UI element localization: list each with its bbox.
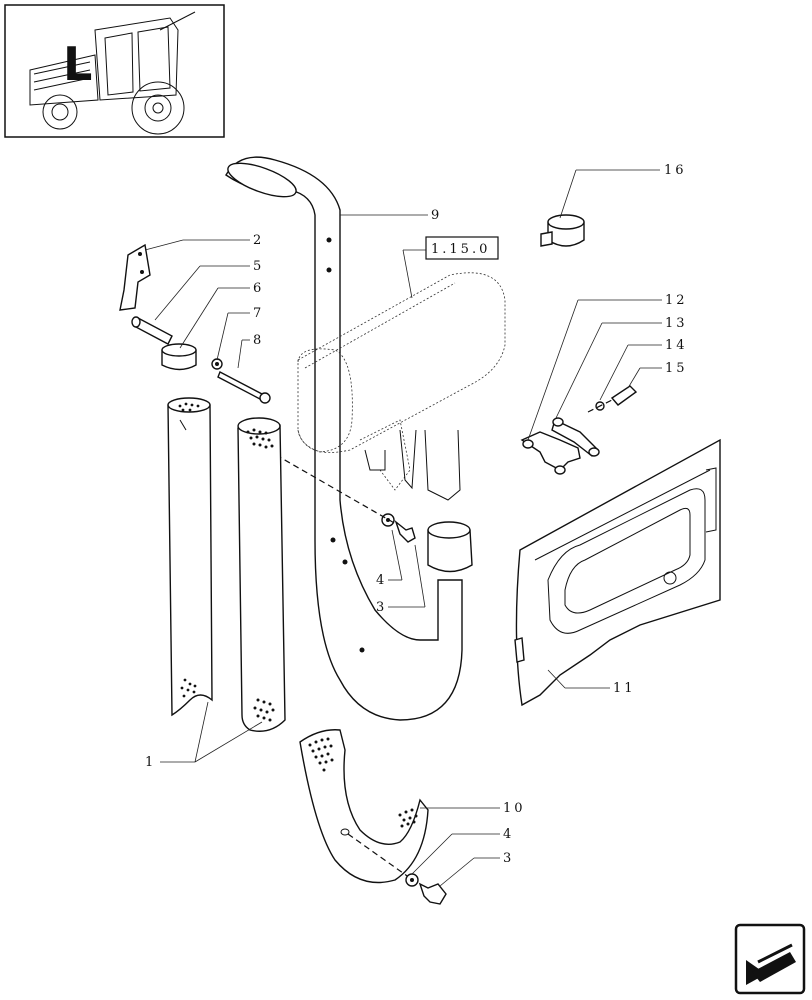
callout-4-lower: 4: [503, 827, 514, 842]
callout-16: 16: [664, 163, 687, 178]
callout-8: 8: [253, 333, 264, 348]
callout-6: 6: [253, 281, 264, 296]
lower-shield-10: [299, 729, 447, 905]
callout-11: 11: [613, 681, 636, 696]
heat-shield-right: [237, 417, 286, 732]
middle-bolt-washer: [249, 439, 416, 543]
callout-4-middle: 4: [376, 573, 387, 588]
callout-14: 14: [665, 338, 688, 353]
callout-labels: 16 9 2 5 6 7 8 12 13 14 15 4 3 11 1 10 4…: [145, 163, 688, 866]
callout-10: 10: [503, 801, 526, 816]
leader-lines: [144, 169, 662, 887]
thumbnail-letter: L: [63, 37, 92, 91]
side-panel-11: [514, 438, 721, 707]
callout-5: 5: [253, 259, 264, 274]
reference-label: 1.15.0: [431, 242, 490, 257]
clamp-set-12-15: [520, 385, 638, 475]
callout-13: 13: [665, 316, 688, 331]
pipe-sleeve: [427, 521, 473, 573]
callout-3-middle: 3: [376, 600, 387, 615]
callout-9: 9: [431, 208, 442, 223]
callout-12: 12: [665, 293, 688, 308]
callout-7: 7: [253, 306, 264, 321]
reference-box[interactable]: 1.15.0: [402, 236, 499, 299]
callout-15: 15: [665, 361, 688, 376]
exhaust-pipe: [225, 156, 463, 721]
callout-3-lower: 3: [503, 851, 514, 866]
upper-left-fittings: [119, 243, 271, 404]
callout-1: 1: [145, 755, 156, 770]
callout-2: 2: [253, 233, 264, 248]
heat-shield-left: [167, 397, 213, 717]
muffler: [297, 272, 506, 501]
clamp-16: [540, 214, 585, 247]
next-page-arrow-icon[interactable]: [734, 923, 806, 995]
tractor-thumbnail-icon: L: [4, 4, 225, 138]
